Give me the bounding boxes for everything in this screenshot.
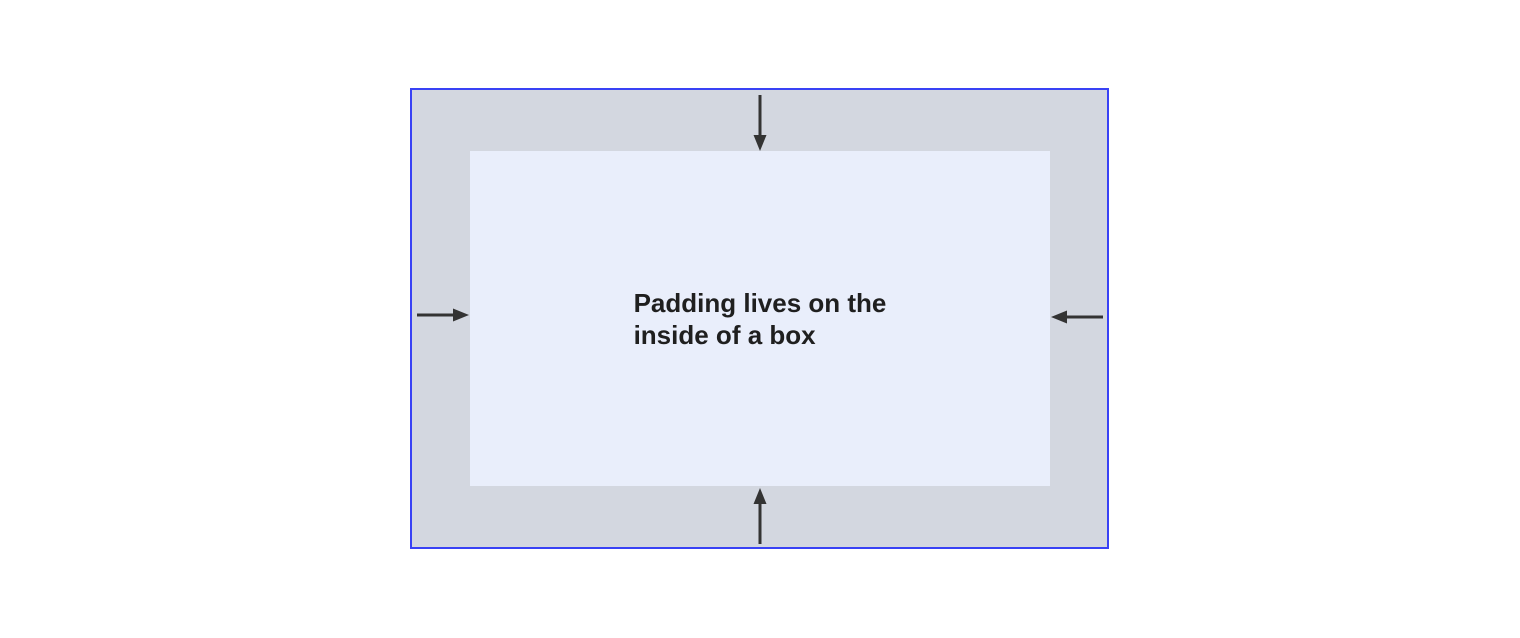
padding-area-box: Padding lives on the inside of a box: [410, 88, 1109, 549]
caption-line-2: inside of a box: [633, 319, 816, 350]
arrow-left-icon: [1051, 310, 1103, 324]
content-box: Padding lives on the inside of a box: [470, 151, 1050, 486]
caption-line-1: Padding lives on the: [633, 287, 887, 318]
arrow-down-icon: [753, 95, 767, 151]
arrow-up-icon: [753, 488, 767, 544]
padding-caption: Padding lives on the inside of a box: [634, 287, 887, 351]
arrow-right-icon: [417, 308, 469, 322]
